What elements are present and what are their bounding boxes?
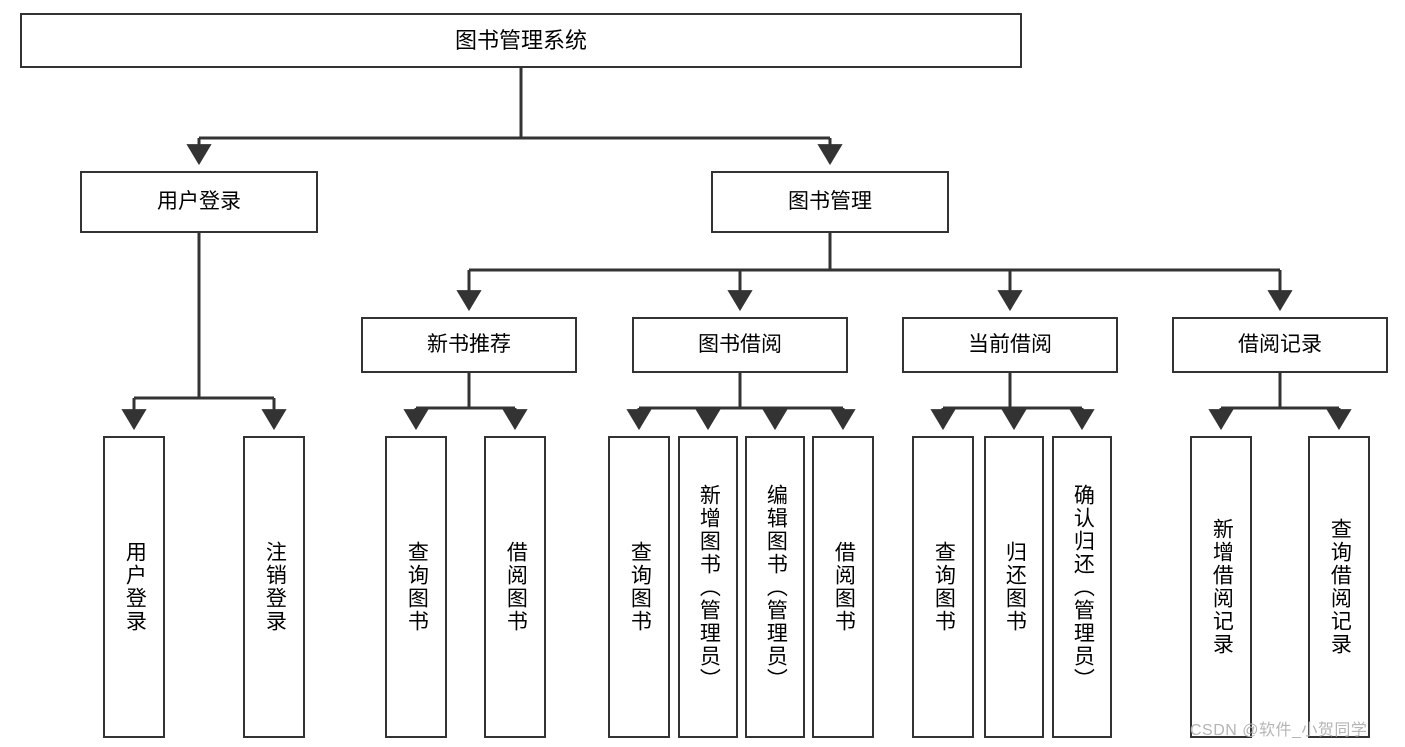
node-leaf-query-book-1-label: 查询图书 (405, 541, 429, 633)
node-leaf-confirm-return-label: 确认归还（管理员） (1071, 483, 1095, 691)
node-leaf-edit-book[interactable]: 编辑图书（管理员） (745, 436, 805, 738)
node-leaf-query-record-label: 查询借阅记录 (1328, 518, 1352, 656)
node-leaf-borrow-book-1[interactable]: 借阅图书 (484, 436, 546, 738)
node-leaf-borrow-book-1-label: 借阅图书 (504, 541, 528, 633)
node-root[interactable]: 图书管理系统 (20, 13, 1022, 68)
node-leaf-borrow-book-2[interactable]: 借阅图书 (812, 436, 874, 738)
node-current-borrow[interactable]: 当前借阅 (902, 317, 1118, 373)
node-book-borrow[interactable]: 图书借阅 (632, 317, 848, 373)
node-borrow-record-label: 借阅记录 (1238, 332, 1322, 356)
node-root-label: 图书管理系统 (454, 27, 587, 53)
node-leaf-query-book-2-label: 查询图书 (628, 541, 652, 633)
node-leaf-return-book-label: 归还图书 (1003, 541, 1027, 633)
node-leaf-user-login[interactable]: 用户登录 (103, 436, 165, 738)
node-leaf-query-record[interactable]: 查询借阅记录 (1308, 436, 1370, 738)
csdn-watermark: CSDN @软件_小贺同学 (1190, 722, 1368, 739)
node-leaf-add-record[interactable]: 新增借阅记录 (1190, 436, 1252, 738)
node-leaf-query-book-2[interactable]: 查询图书 (608, 436, 670, 738)
node-leaf-query-book-3[interactable]: 查询图书 (912, 436, 974, 738)
node-book-manage-label: 图书管理 (788, 189, 872, 213)
node-leaf-user-logout[interactable]: 注销登录 (243, 436, 305, 738)
node-leaf-edit-book-label: 编辑图书（管理员） (764, 483, 788, 691)
node-leaf-query-book-1[interactable]: 查询图书 (385, 436, 447, 738)
node-leaf-borrow-book-2-label: 借阅图书 (832, 541, 856, 633)
node-leaf-add-book-label: 新增图书（管理员） (697, 483, 721, 691)
node-new-book-rec-label: 新书推荐 (427, 332, 511, 356)
node-leaf-user-logout-label: 注销登录 (263, 541, 287, 633)
node-user-login[interactable]: 用户登录 (80, 171, 318, 233)
node-leaf-user-login-label: 用户登录 (123, 541, 147, 633)
node-leaf-add-record-label: 新增借阅记录 (1210, 518, 1234, 656)
node-leaf-query-book-3-label: 查询图书 (932, 541, 956, 633)
node-borrow-record[interactable]: 借阅记录 (1172, 317, 1388, 373)
node-leaf-add-book[interactable]: 新增图书（管理员） (678, 436, 738, 738)
node-book-manage[interactable]: 图书管理 (711, 171, 949, 233)
node-leaf-return-book[interactable]: 归还图书 (984, 436, 1044, 738)
node-current-borrow-label: 当前借阅 (968, 332, 1052, 356)
node-user-login-label: 用户登录 (157, 189, 241, 213)
node-leaf-confirm-return[interactable]: 确认归还（管理员） (1052, 436, 1112, 738)
node-new-book-rec[interactable]: 新书推荐 (361, 317, 577, 373)
node-book-borrow-label: 图书借阅 (698, 332, 782, 356)
